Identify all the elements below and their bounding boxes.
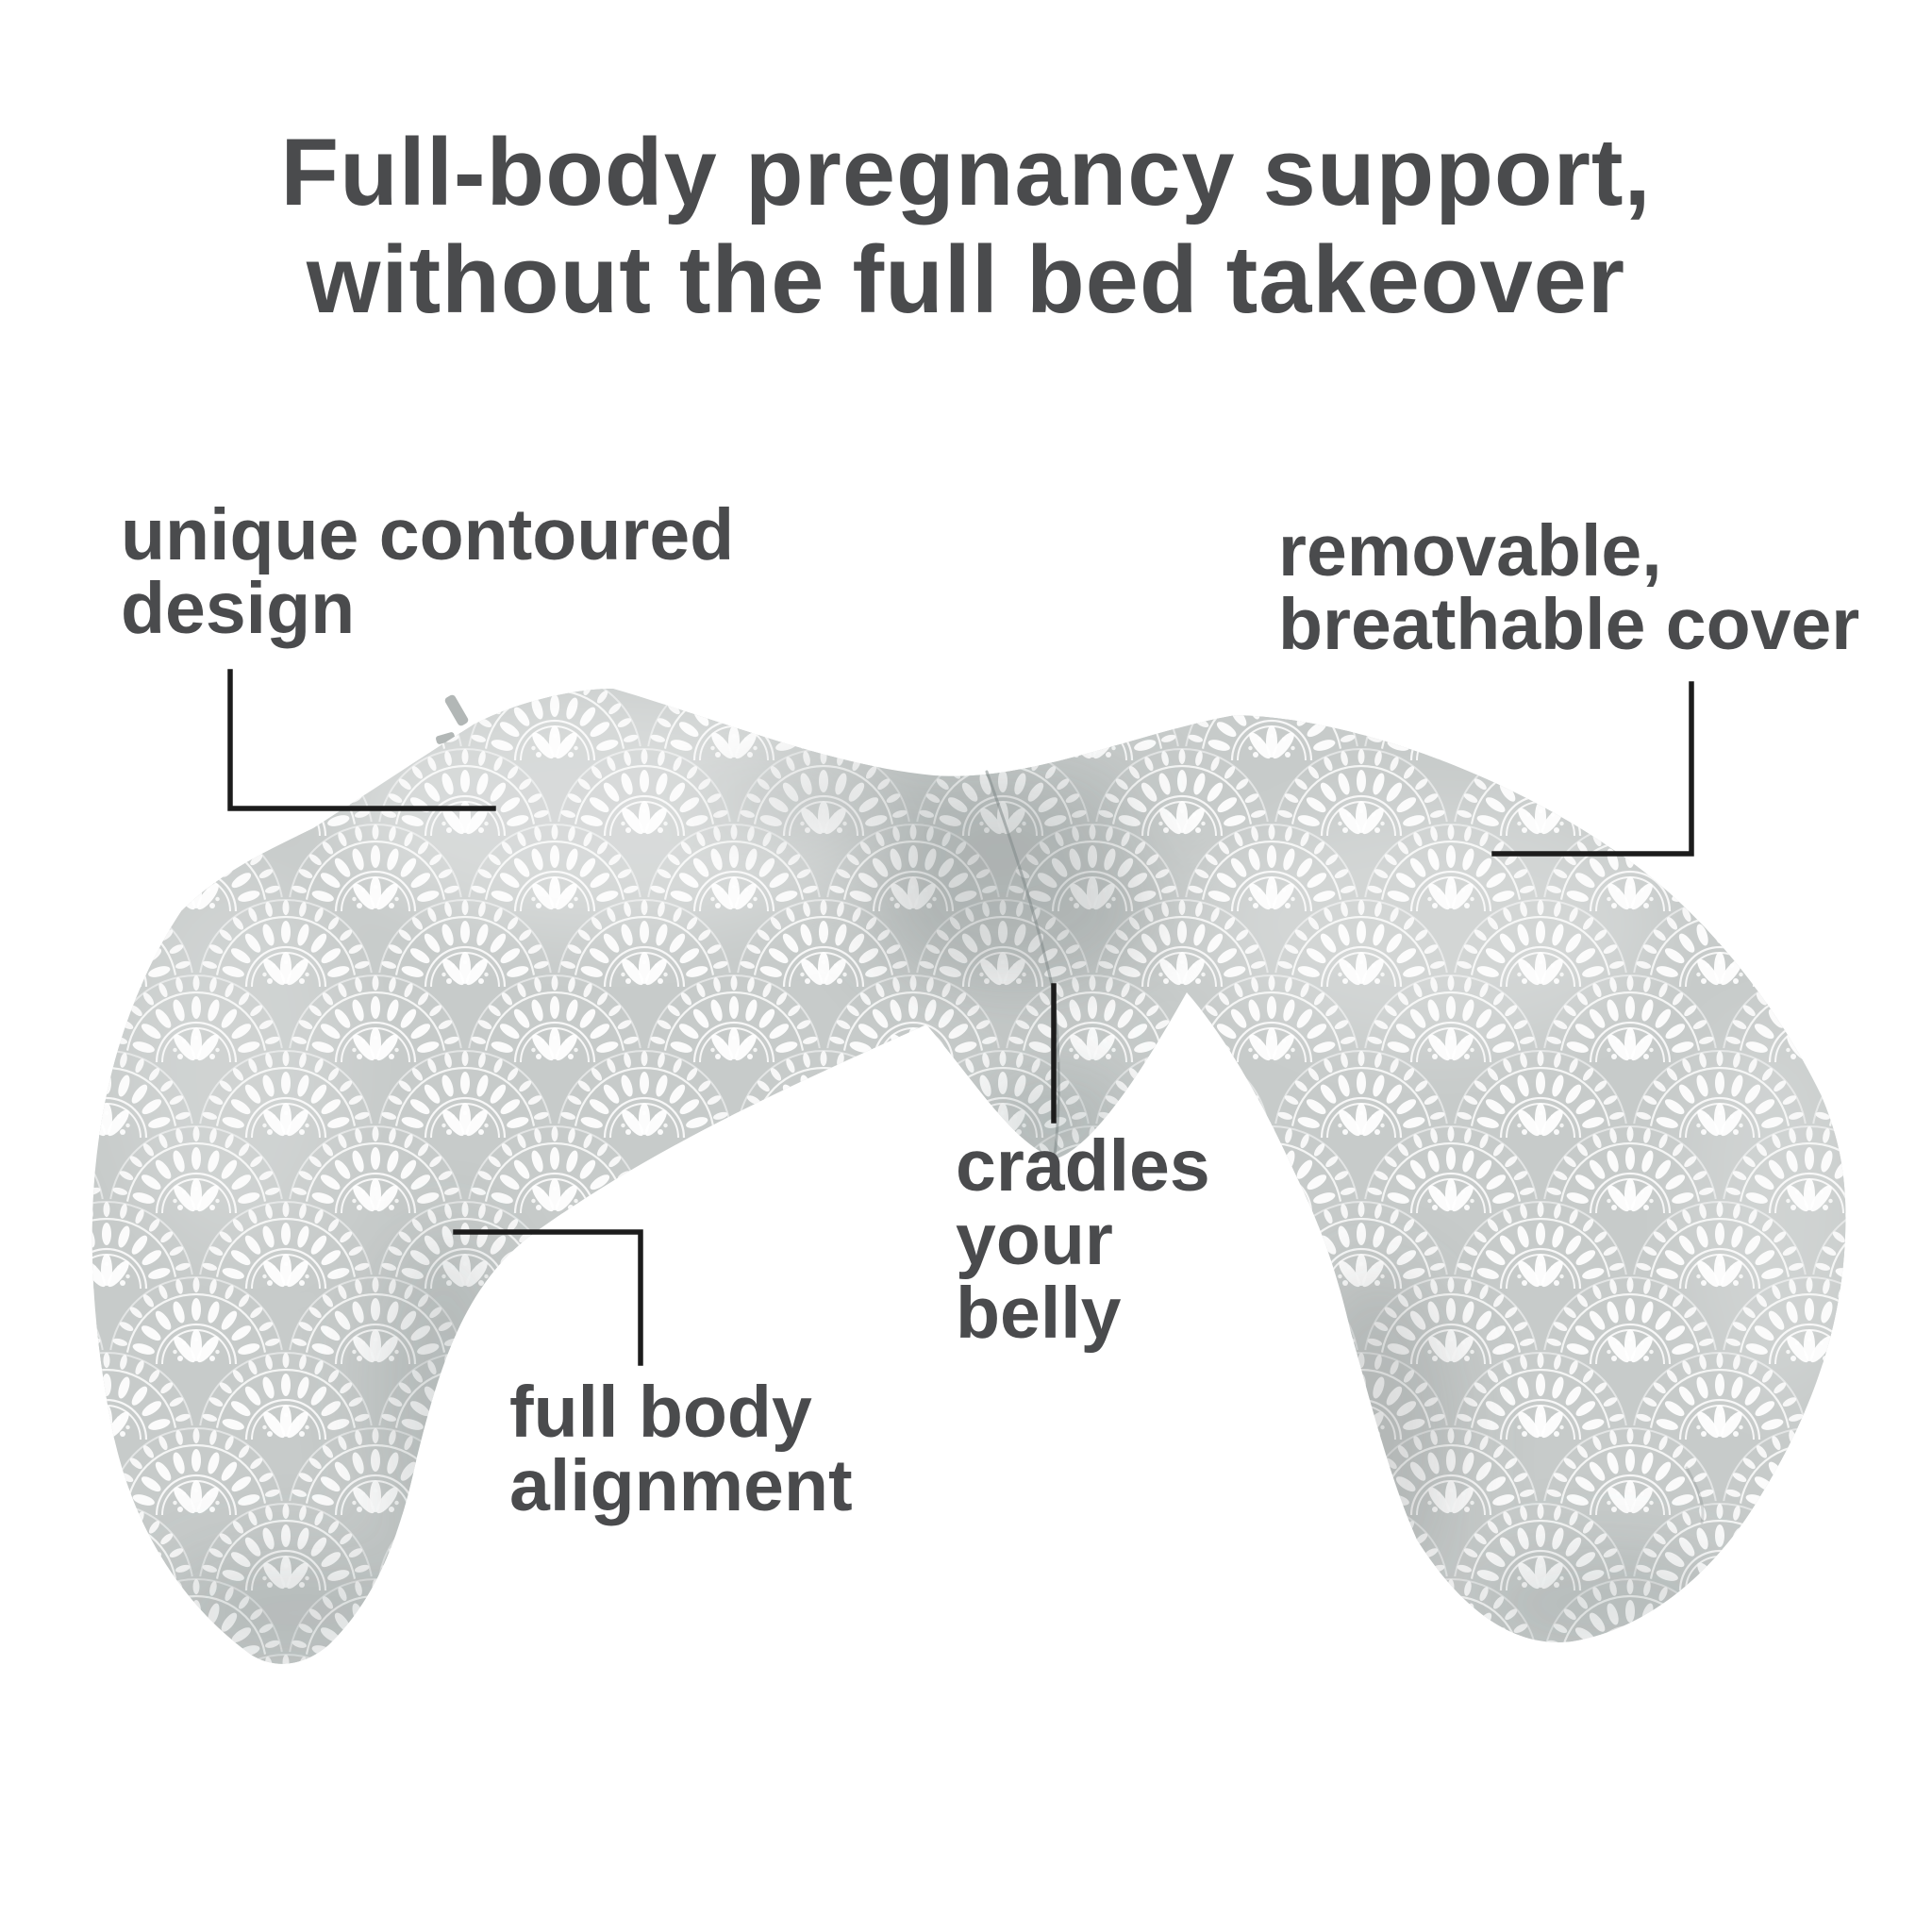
callout-line-body-alignment <box>453 1229 643 1366</box>
annotation-breathable-cover: removable, breathable cover <box>1278 514 1859 661</box>
page-title: Full-body pregnancy support, without the… <box>0 119 1932 334</box>
callout-lines <box>227 669 1694 1366</box>
page-title-line2: without the full bed takeover <box>306 227 1626 333</box>
annotation-line: removable, <box>1278 510 1662 591</box>
annotation-line: design <box>121 568 356 649</box>
annotation-line: alignment <box>509 1445 853 1526</box>
callout-line-breathable-cover <box>1491 681 1694 857</box>
annotation-line: unique contoured <box>121 494 735 575</box>
page-title-line1: Full-body pregnancy support, <box>280 120 1652 225</box>
annotation-line: breathable cover <box>1278 584 1860 665</box>
annotation-cradles-belly: cradles your belly <box>956 1129 1210 1350</box>
annotation-line: full body <box>509 1372 812 1453</box>
annotation-body-alignment: full body alignment <box>509 1375 853 1523</box>
callout-line-contoured-design <box>227 669 496 811</box>
annotation-line: belly <box>956 1273 1122 1354</box>
annotation-line: your <box>956 1199 1113 1280</box>
annotation-line: cradles <box>956 1125 1210 1207</box>
annotation-contoured-design: unique contoured design <box>121 498 734 645</box>
fabric-pinch-seam <box>1685 1466 1705 1524</box>
